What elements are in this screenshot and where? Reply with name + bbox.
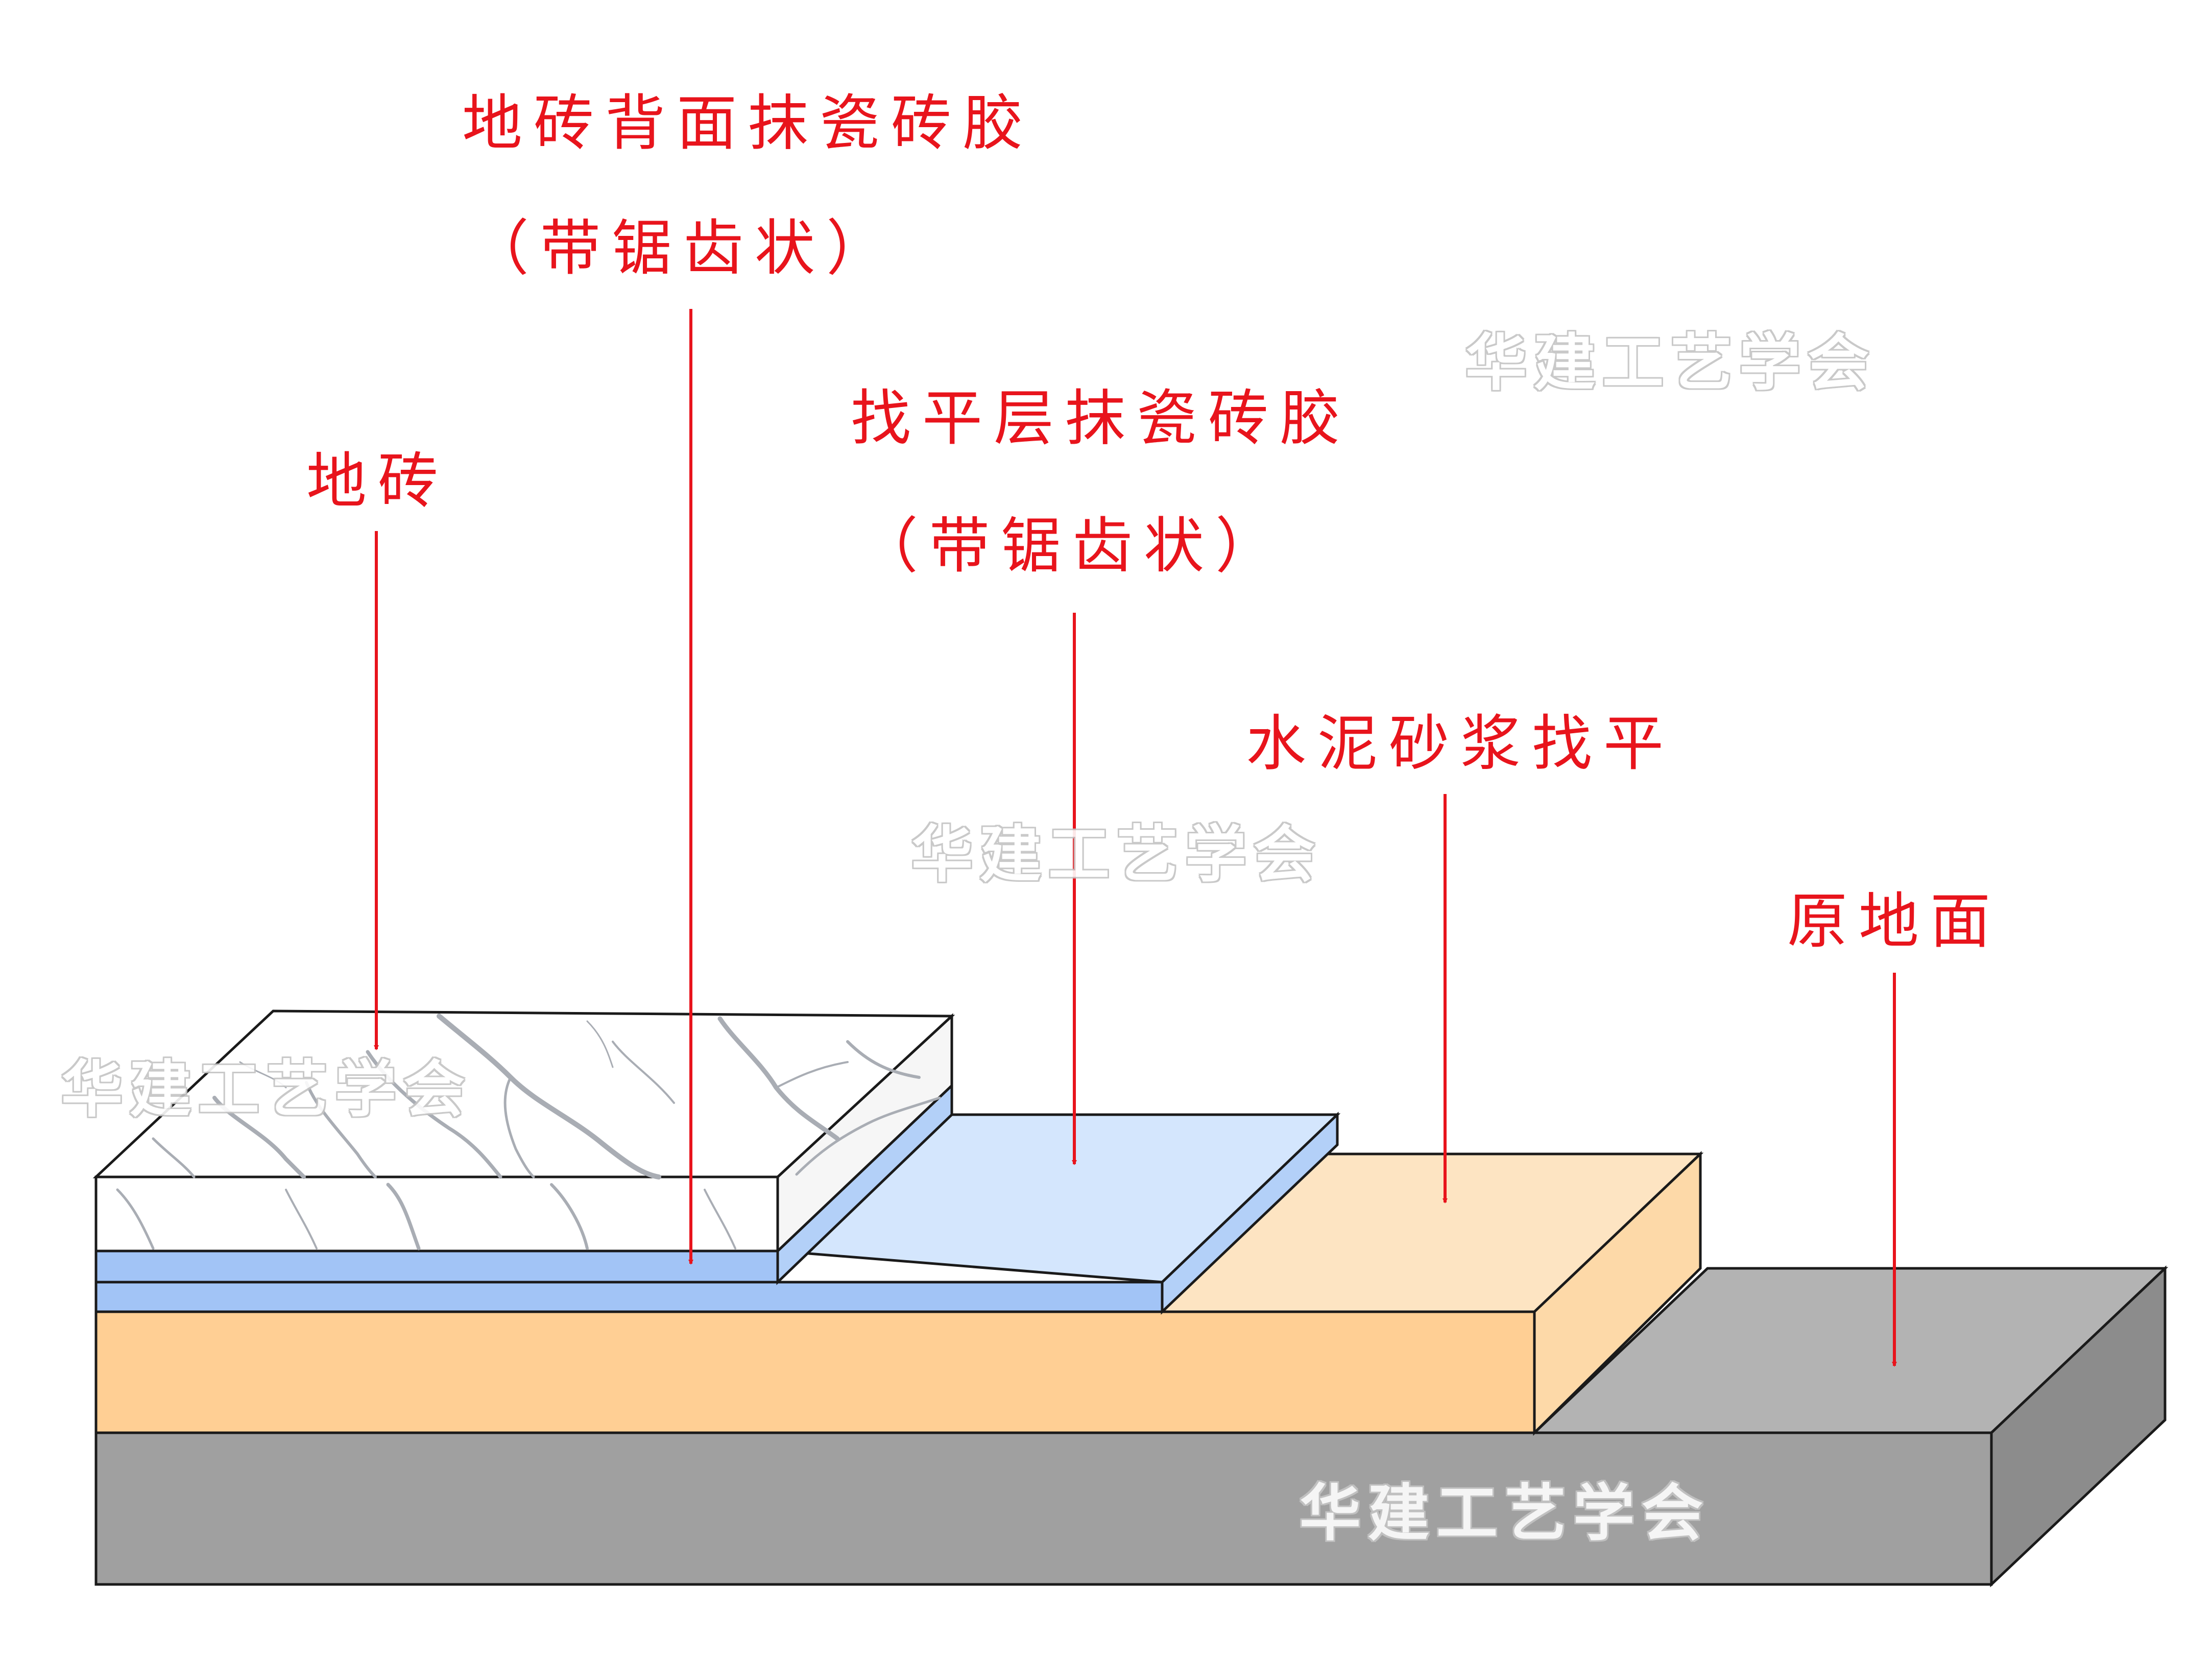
original-floor-front [94,1431,1993,1586]
watermark: 华建工艺学会 [1300,1478,1710,1549]
label-tile-back-adhesive-line2: （带锯齿状） [469,213,898,283]
label-tile-back-adhesive-line1: 地砖背面抹瓷砖胶 [462,88,1035,158]
floor-tile-front [94,1175,779,1253]
watermark: 华建工艺学会 [1465,328,1876,399]
original-floor-layer [94,1265,2169,1587]
watermark: 华建工艺学会 [911,820,1322,890]
tile-back-adhesive-layer [94,1082,953,1285]
label-leveling-adhesive-line1: 找平层抹瓷砖胶 [851,383,1352,453]
mortar-front [94,1310,1536,1434]
floor-tile [92,1009,955,1254]
marble-veins [116,1014,941,1250]
label-leveling-adhesive-line2: （带锯齿状） [858,511,1287,581]
leveling-adhesive-front [94,1281,1164,1313]
label-mortar-leveling: 水泥砂浆找平 [1246,708,1675,779]
tile-back-adhesive-front [94,1249,779,1284]
leveling-adhesive-layer [94,1112,1341,1315]
callout-arrows [374,309,1897,1367]
label-original-floor: 原地面 [1787,886,2002,956]
watermark: 华建工艺学会 [61,1054,472,1125]
label-tile: 地砖 [306,446,450,516]
mortar-leveling-layer [94,1151,1704,1436]
